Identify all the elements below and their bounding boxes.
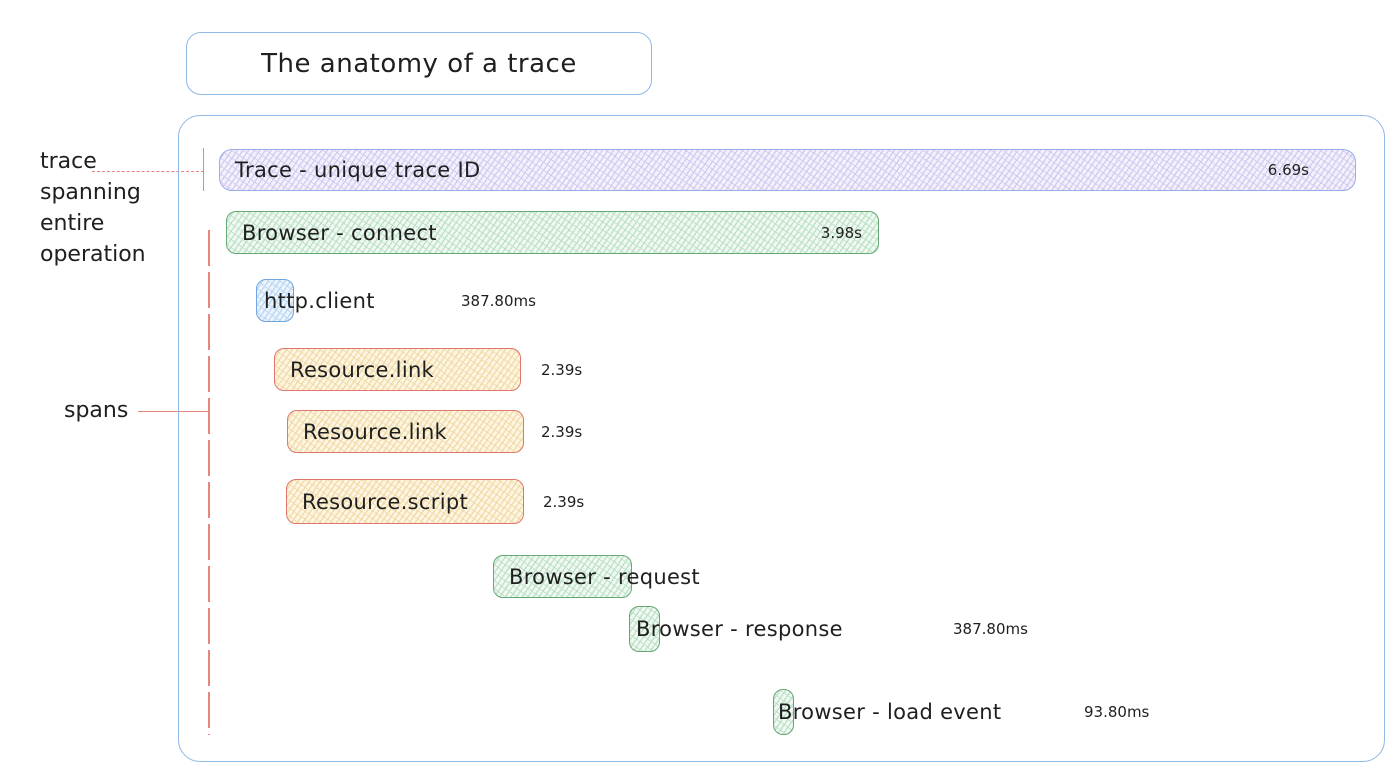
resource-script-bar: Resource.script: [286, 479, 524, 524]
trace-bar: Trace - unique trace ID 6.69s: [219, 149, 1356, 191]
resource-link-1-bar: Resource.link: [274, 348, 521, 391]
trace-connector-tick: [203, 148, 204, 191]
span-label: Resource.script: [302, 489, 468, 514]
browser-request-bar: Browser - request: [493, 555, 700, 598]
span-label: Resource.link: [303, 419, 448, 444]
span-duration: 2.39s: [541, 360, 583, 379]
resource-link-2-bar: Resource.link: [287, 410, 524, 453]
span-label: Browser - load event: [778, 700, 1002, 724]
trace-annotation-label: trace spanning entire operation: [40, 149, 146, 267]
spans-annotation-label: spans: [64, 398, 129, 423]
spans-connector-line: [138, 411, 210, 412]
span-duration: 93.80ms: [1084, 703, 1150, 721]
span-duration: 6.69s: [1267, 161, 1309, 179]
span-label: Browser - request: [509, 564, 700, 589]
span-duration: 3.98s: [820, 223, 862, 242]
trace-connector-line: [92, 171, 204, 172]
span-duration: 2.39s: [543, 492, 585, 511]
http-client-bar: http.client: [256, 279, 374, 322]
span-label: http.client: [264, 288, 375, 313]
span-duration: 2.39s: [541, 422, 583, 441]
span-duration: 387.80ms: [461, 291, 536, 310]
browser-load-event-bar: Browser - load event: [773, 689, 1001, 735]
spans-bracket-line: [208, 230, 210, 735]
span-label: Browser - response: [636, 617, 843, 641]
browser-response-bar: Browser - response: [629, 606, 843, 652]
diagram-title: The anatomy of a trace: [261, 48, 577, 79]
span-label: Trace - unique trace ID: [235, 158, 481, 182]
diagram-title-box: The anatomy of a trace: [186, 32, 652, 95]
span-label: Browser - connect: [242, 220, 437, 245]
span-label: Resource.link: [290, 357, 435, 382]
browser-connect-bar: Browser - connect 3.98s: [226, 211, 879, 254]
span-duration: 387.80ms: [953, 620, 1028, 638]
